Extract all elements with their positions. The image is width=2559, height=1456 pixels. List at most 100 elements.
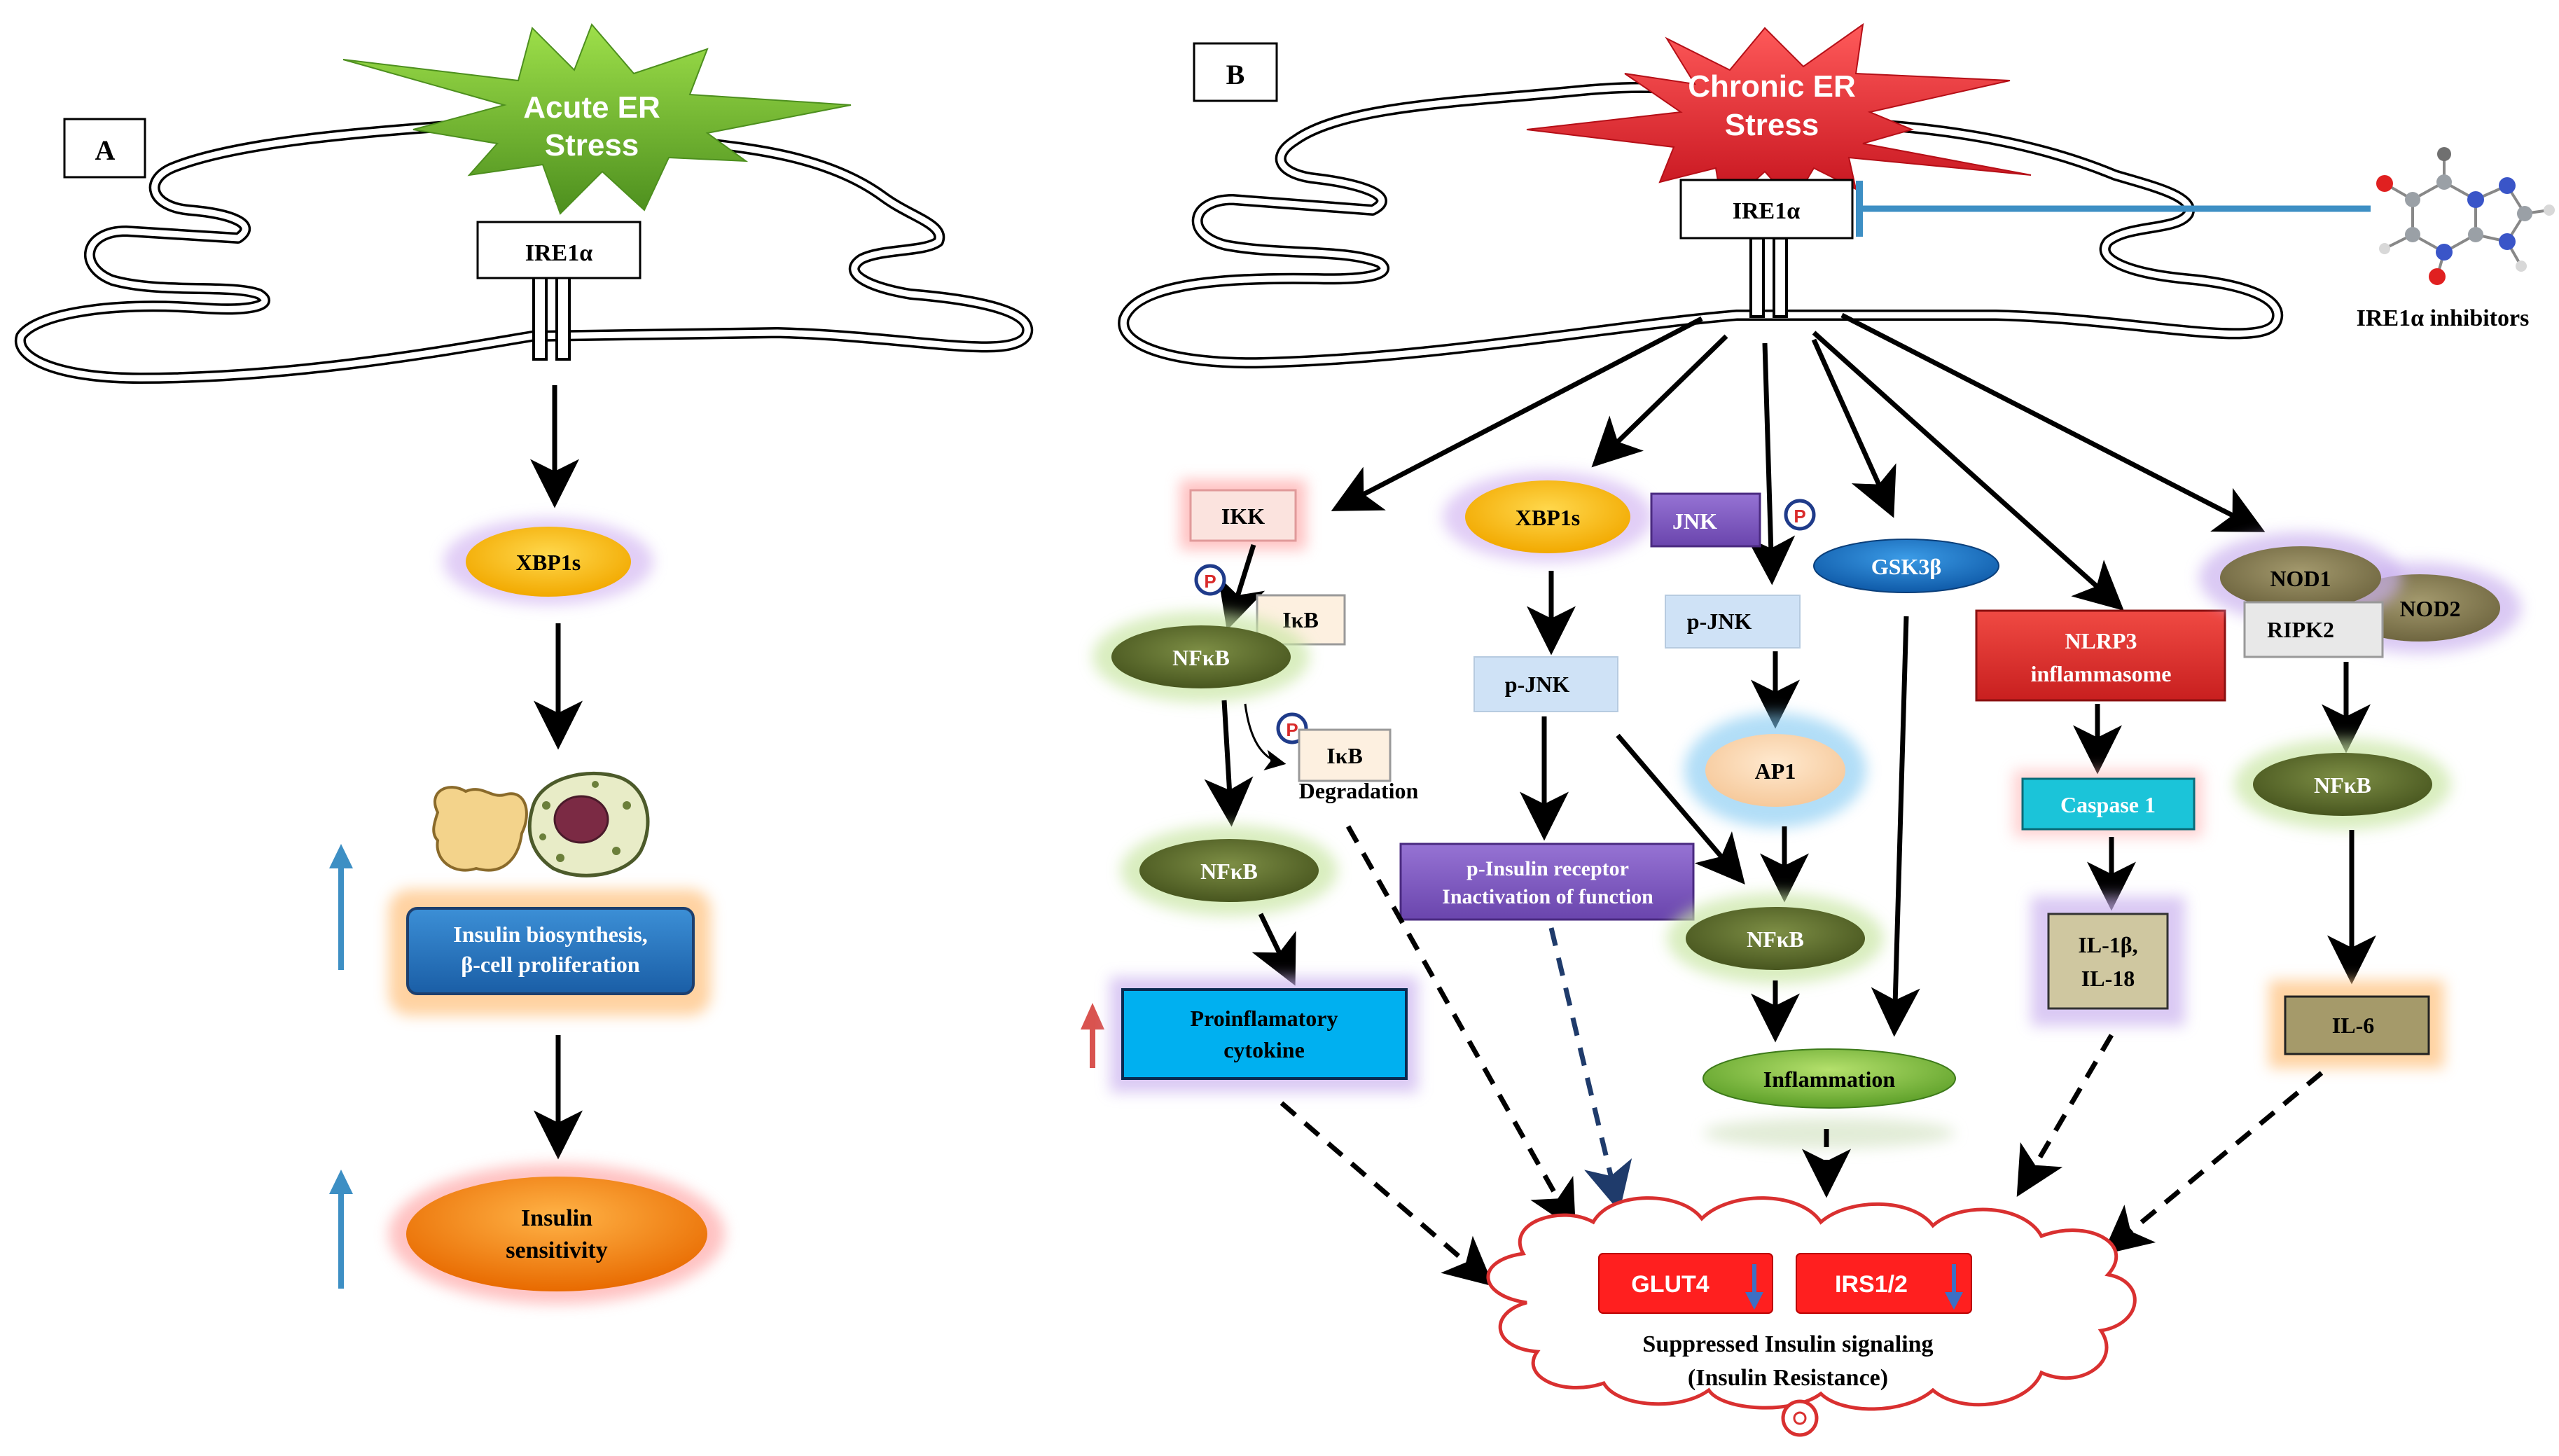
gsk3b-node: GSK3β <box>1813 539 1999 593</box>
chronic-stress-line2: Stress <box>1725 108 1819 142</box>
degradation-label: Degradation <box>1299 778 1419 803</box>
arrow-pjnk-to-nfkb <box>1616 733 1745 885</box>
phospho-icon-3: P <box>1784 499 1816 531</box>
il6-label: IL-6 <box>2332 1013 2374 1038</box>
biosynthesis-line1: Insulin biosynthesis, <box>453 922 647 947</box>
er-membrane-a <box>14 119 1034 384</box>
biosynthesis-line2: β-cell proliferation <box>461 952 640 977</box>
nlrp3-line2: inflammasome <box>2031 661 2172 686</box>
ire1a-branch-arrows <box>1331 312 2266 611</box>
xbp1s-label-a: XBP1s <box>516 550 581 575</box>
acute-er-stress-star: Acute ER Stress <box>342 23 852 215</box>
proinflammatory-cytokine-box: Proinflamatory cytokine <box>1110 977 1418 1093</box>
il1b-il18-box: IL-1β, IL-18 <box>2031 896 2185 1026</box>
stress-label-line1: Acute ER <box>523 90 660 125</box>
ikk-node: IKK <box>1180 480 1306 550</box>
nfkb-node-1: NFκB <box>1093 611 1310 702</box>
jnk-box: JNK <box>1650 492 1761 548</box>
irs12-label: IRS1/2 <box>1835 1271 1908 1298</box>
ire1a-box-b: IRE1α <box>1679 179 1854 240</box>
nlrp3-line1: NLRP3 <box>2065 628 2137 653</box>
sensitivity-line2: sensitivity <box>506 1237 607 1263</box>
arrow-gsk3b-to-inflammation <box>1871 616 1920 1037</box>
irs12-box: IRS1/2 <box>1796 1253 1972 1314</box>
arrow-nfkb-down <box>1204 700 1254 827</box>
caspase1-box: Caspase 1 <box>2013 770 2203 837</box>
inflammation-node: Inflammation <box>1702 1048 1956 1149</box>
nod1-node: NOD1 <box>2199 532 2402 623</box>
nfkb-label-1: NFκB <box>1172 645 1230 670</box>
dashed-arrows-to-insulin-resistance <box>1280 825 2324 1287</box>
nfkb-node-2: NFκB <box>1121 825 1338 916</box>
insulin-receptor-line2: Inactivation of function <box>1442 885 1653 908</box>
inflammation-label: Inflammation <box>1763 1067 1896 1092</box>
nfkb-node-3: NFκB <box>1667 893 1884 984</box>
panel-a-label: A <box>63 118 146 179</box>
nfkb-node-4: NFκB <box>2234 739 2451 830</box>
insulin-resistance-cloud <box>1486 1196 2137 1437</box>
ire1a-label-b: IRE1α <box>1733 198 1800 224</box>
ikb-label-2: IκB <box>1326 743 1363 768</box>
panel-b-label: B <box>1193 42 1278 102</box>
gsk3b-label: GSK3β <box>1871 554 1941 579</box>
nod1-label: NOD1 <box>2270 566 2331 591</box>
ire1a-box-a: IRE1α <box>476 221 642 279</box>
p-jnk-label-2: p-JNK <box>1687 609 1752 634</box>
ikk-label: IKK <box>1221 504 1265 529</box>
panel-a: Acute ER Stress A IRE1α XBP1s <box>14 23 1034 1304</box>
il1b-line2: IL-18 <box>2081 966 2135 991</box>
sensitivity-line1: Insulin <box>521 1205 592 1231</box>
stress-label-line2: Stress <box>545 128 639 162</box>
arrow-nfkb-to-cytokine <box>1251 913 1296 986</box>
xbp1s-label-b: XBP1s <box>1516 505 1580 530</box>
phospho-label-3: P <box>1794 506 1805 527</box>
ripk2-label: RIPK2 <box>2267 617 2334 642</box>
inhibitors-label: IRE1α inhibitors <box>2357 305 2530 331</box>
nfkb-label-3: NFκB <box>1747 927 1804 952</box>
up-arrow-cytokine <box>1081 1003 1104 1068</box>
nfkb-label-2: NFκB <box>1200 859 1258 884</box>
suppressed-signaling-line1: Suppressed Insulin signaling <box>1642 1331 1933 1357</box>
p-jnk-box-1: p-JNK <box>1473 656 1618 712</box>
ap1-node: AP1 <box>1684 713 1866 828</box>
phospho-icon-1: P <box>1194 564 1226 596</box>
chronic-stress-line1: Chronic ER <box>1688 69 1856 104</box>
ikb-box-2: IκB <box>1298 728 1392 782</box>
xbp1s-node-b: XBP1s <box>1443 471 1653 562</box>
p-jnk-label-1: p-JNK <box>1505 672 1570 697</box>
suppressed-signaling-line2: (Insulin Resistance) <box>1688 1365 1888 1391</box>
cytokine-line2: cytokine <box>1223 1037 1305 1062</box>
beta-cell-icon <box>432 771 650 878</box>
ire1a-transmembrane-b <box>1749 237 1788 318</box>
insulin-receptor-line1: p-Insulin receptor <box>1466 857 1629 880</box>
p-jnk-box-2: p-JNK <box>1665 595 1801 649</box>
panel-a-letter: A <box>95 134 116 166</box>
xbp1s-node-a: XBP1s <box>443 518 653 605</box>
dashed-arrow-insulin-receptor <box>1548 927 1632 1212</box>
insulin-receptor-box: p-Insulin receptor Inactivation of funct… <box>1399 843 1695 921</box>
er-membrane-b <box>1118 82 2284 369</box>
ire1a-inhibitor-molecule-icon <box>2376 147 2555 285</box>
ripk2-box: RIPK2 <box>2243 601 2384 658</box>
phospho-label-2: P <box>1286 719 1298 740</box>
panel-b: Chronic ER Stress B IRE1α <box>1081 22 2555 1437</box>
cytokine-line1: Proinflamatory <box>1191 1006 1338 1031</box>
ap1-label: AP1 <box>1755 758 1796 784</box>
il6-box: IL-6 <box>2269 980 2444 1068</box>
glut4-box: GLUT4 <box>1598 1253 1773 1314</box>
caspase1-label: Caspase 1 <box>2060 792 2156 817</box>
nlrp3-box: NLRP3 inflammasome <box>1975 609 2226 702</box>
nfkb-label-4: NFκB <box>2314 772 2371 798</box>
insulin-sensitivity-node: Insulin sensitivity <box>389 1164 725 1304</box>
nod2-label: NOD2 <box>2399 596 2460 621</box>
insulin-biosynthesis-box: Insulin biosynthesis, β-cell proliferati… <box>389 889 711 1015</box>
ikb-label-1: IκB <box>1282 607 1319 632</box>
jnk-label: JNK <box>1672 508 1717 534</box>
phospho-label-1: P <box>1204 571 1216 592</box>
arrow-ikk-to-nfkb <box>1218 543 1265 631</box>
panel-b-letter: B <box>1226 59 1245 90</box>
arrow-ikb-release <box>1244 703 1287 771</box>
il1b-line1: IL-1β, <box>2078 932 2137 957</box>
ire1a-label-a: IRE1α <box>525 240 592 266</box>
